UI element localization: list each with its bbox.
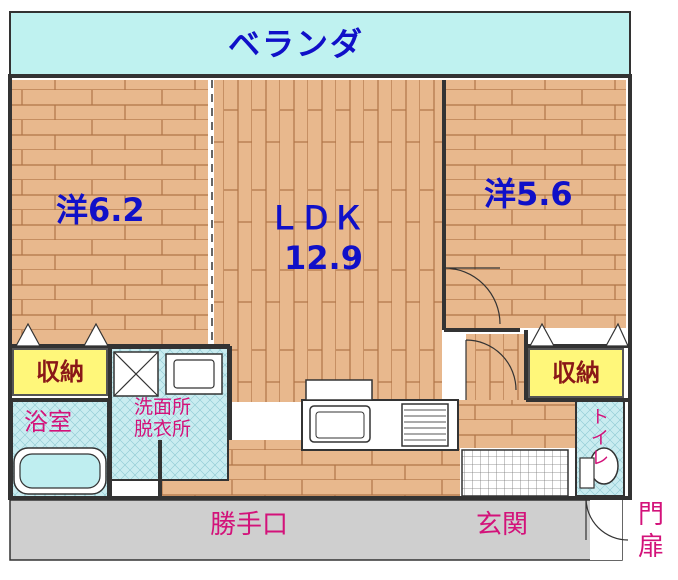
balcony-label: ベランダ (228, 25, 365, 63)
western-room-left (12, 80, 208, 344)
balcony-area (9, 11, 631, 77)
storage-left-label: 収納 (36, 358, 84, 386)
storage-right-label: 収納 (552, 359, 600, 387)
stove (401, 403, 449, 447)
storage-right: 収納 (528, 348, 624, 398)
western-room-left-label: 洋6.2 (56, 191, 145, 229)
back-door-label: 勝手口 (210, 510, 289, 540)
entrance-label: 玄関 (476, 510, 529, 540)
gate-label-1: 門 (638, 500, 665, 530)
genkan-floor (461, 449, 569, 497)
bath-label: 浴室 (24, 408, 72, 436)
washroom-label-1: 洗面所 (134, 396, 192, 418)
western-room-right (446, 80, 626, 328)
ldk-room (214, 80, 442, 402)
toilet-label: トイレ (591, 407, 609, 470)
gate-label-2: 扉 (638, 532, 665, 562)
ldk-title-label: ＬＤＫ (268, 199, 365, 237)
corridor (9, 499, 623, 561)
ldk-size-label: 12.9 (284, 239, 363, 277)
storage-left: 収納 (12, 348, 108, 396)
western-room-right-label: 洋5.6 (484, 175, 573, 213)
washroom-label-2: 脱衣所 (134, 418, 192, 440)
